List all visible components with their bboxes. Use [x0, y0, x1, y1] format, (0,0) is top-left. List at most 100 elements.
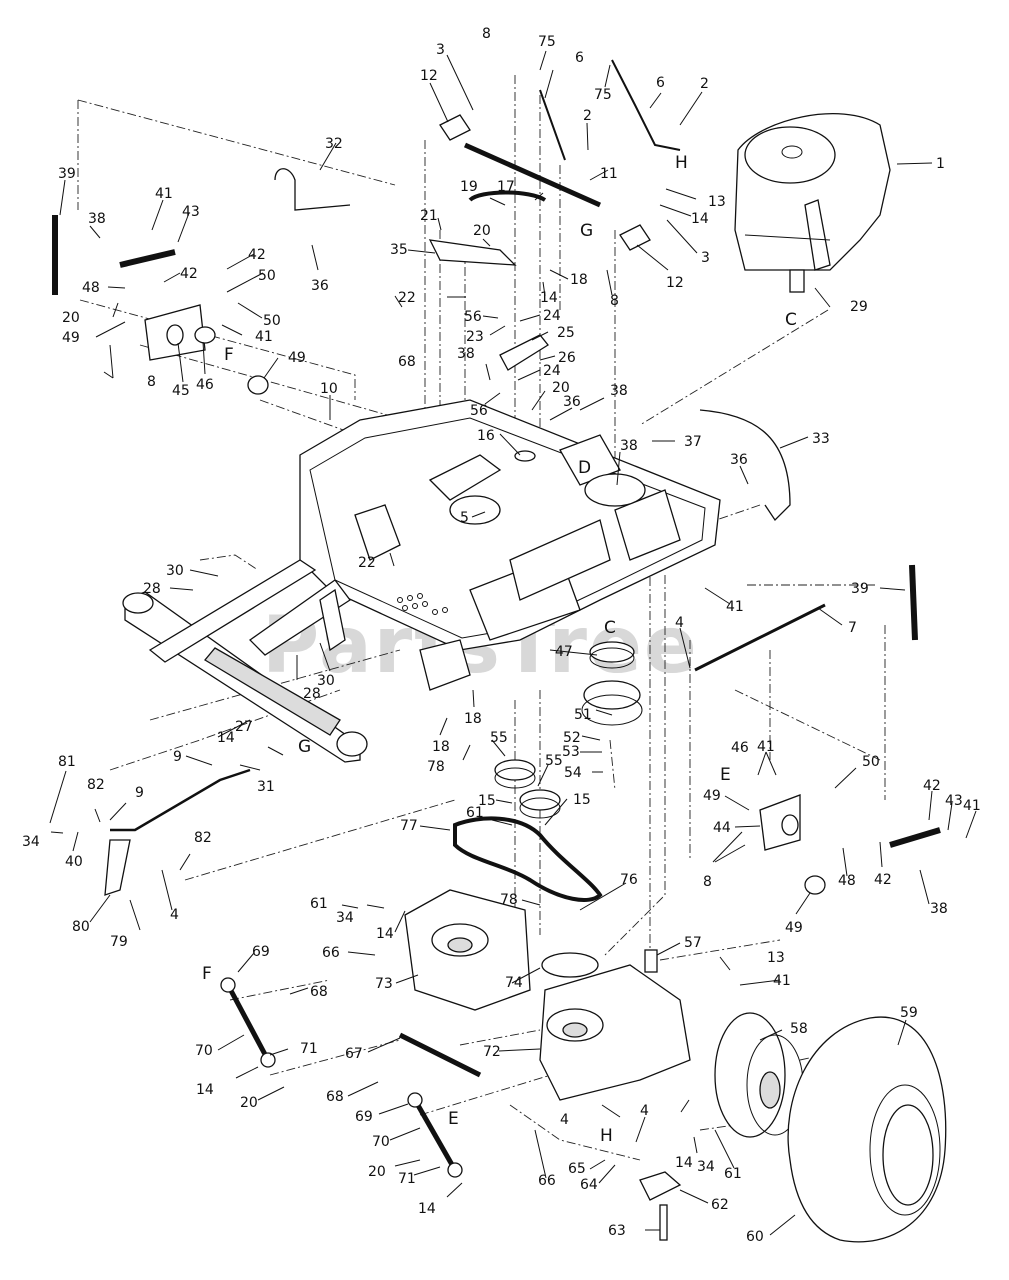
callout-8: 8	[147, 374, 156, 390]
callout-50: 50	[263, 313, 281, 329]
callout-34: 34	[22, 834, 40, 850]
callout-23: 23	[466, 329, 484, 345]
callout-6: 6	[575, 50, 584, 66]
callout-13: 13	[708, 194, 726, 210]
callout-14: 14	[418, 1201, 436, 1217]
callout-2: 2	[700, 76, 709, 92]
callout-36: 36	[311, 278, 329, 294]
engine	[734, 113, 891, 293]
callout-4: 4	[560, 1112, 569, 1128]
callout-4: 4	[675, 615, 684, 631]
callout-75: 75	[594, 87, 612, 103]
callout-8: 8	[703, 874, 712, 890]
callout-22: 22	[358, 555, 376, 571]
callout-63: 63	[608, 1223, 626, 1239]
callout-54: 54	[564, 765, 582, 781]
letter-e: E	[720, 765, 731, 785]
callout-46: 46	[731, 740, 749, 756]
letter-f: F	[224, 345, 234, 365]
callout-11: 11	[600, 166, 618, 182]
callout-17: 17	[497, 179, 515, 195]
callout-15: 15	[478, 793, 496, 809]
callout-46: 46	[196, 377, 214, 393]
callout-42: 42	[923, 778, 941, 794]
callout-33: 33	[812, 431, 830, 447]
callout-57: 57	[684, 935, 702, 951]
letter-g: G	[298, 737, 311, 757]
letter-c: C	[785, 310, 797, 330]
callout-44: 44	[713, 820, 731, 836]
callout-47: 47	[555, 644, 573, 660]
callout-56: 56	[470, 403, 488, 419]
callout-79: 79	[110, 934, 128, 950]
callout-41: 41	[155, 186, 173, 202]
letter-h: H	[675, 153, 688, 173]
callout-52: 52	[563, 730, 581, 746]
connection-letters: C C D E E F F G G H H	[202, 153, 797, 1146]
callout-45: 45	[172, 383, 190, 399]
callout-12: 12	[666, 275, 684, 291]
callout-59: 59	[900, 1005, 918, 1021]
callout-16: 16	[477, 428, 495, 444]
callout-80: 80	[72, 919, 90, 935]
callout-74: 74	[505, 975, 523, 991]
callout-55: 55	[490, 730, 508, 746]
callout-50: 50	[862, 754, 880, 770]
letter-f: F	[202, 964, 212, 984]
upper-linkages	[52, 59, 941, 895]
callout-66: 66	[538, 1173, 556, 1189]
callout-49: 49	[62, 330, 80, 346]
tire	[787, 1016, 947, 1243]
callout-55: 55	[545, 753, 563, 769]
callout-48: 48	[838, 873, 856, 889]
callout-35: 35	[390, 242, 408, 258]
callout-81: 81	[58, 754, 76, 770]
callout-61: 61	[466, 805, 484, 821]
callout-72: 72	[483, 1044, 501, 1060]
callout-13: 13	[767, 950, 785, 966]
callout-19: 19	[460, 179, 478, 195]
callout-36: 36	[730, 452, 748, 468]
callout-9: 9	[173, 749, 182, 765]
callout-41: 41	[757, 739, 775, 755]
callout-21: 21	[420, 208, 438, 224]
callout-70: 70	[195, 1043, 213, 1059]
callout-61: 61	[310, 896, 328, 912]
letter-c: C	[604, 618, 616, 638]
callout-82: 82	[194, 830, 212, 846]
callout-4: 4	[170, 907, 179, 923]
callout-14: 14	[376, 926, 394, 942]
callout-26: 26	[558, 350, 576, 366]
callout-41: 41	[773, 973, 791, 989]
callout-14: 14	[217, 730, 235, 746]
callout-60: 60	[746, 1229, 764, 1245]
callout-39: 39	[851, 581, 869, 597]
callout-31: 31	[257, 779, 275, 795]
callout-68: 68	[326, 1089, 344, 1105]
callout-41: 41	[255, 329, 273, 345]
callout-30: 30	[317, 673, 335, 689]
callout-7: 7	[848, 620, 857, 636]
callout-40: 40	[65, 854, 83, 870]
callout-8: 8	[482, 26, 491, 42]
callout-39: 39	[58, 166, 76, 182]
callout-24: 24	[543, 308, 561, 324]
callout-37: 37	[684, 434, 702, 450]
callout-64: 64	[580, 1177, 598, 1193]
callout-38: 38	[930, 901, 948, 917]
letter-h: H	[600, 1126, 613, 1146]
callout-20: 20	[368, 1164, 386, 1180]
lower-links	[104, 768, 682, 1241]
callout-68: 68	[398, 354, 416, 370]
callout-42: 42	[248, 247, 266, 263]
callout-61: 61	[724, 1166, 742, 1182]
callout-20: 20	[473, 223, 491, 239]
callout-41: 41	[726, 599, 744, 615]
callout-12: 12	[420, 68, 438, 84]
callout-42: 42	[180, 266, 198, 282]
callout-71: 71	[300, 1041, 318, 1057]
callout-69: 69	[252, 944, 270, 960]
callout-78: 78	[427, 759, 445, 775]
callout-28: 28	[303, 686, 321, 702]
